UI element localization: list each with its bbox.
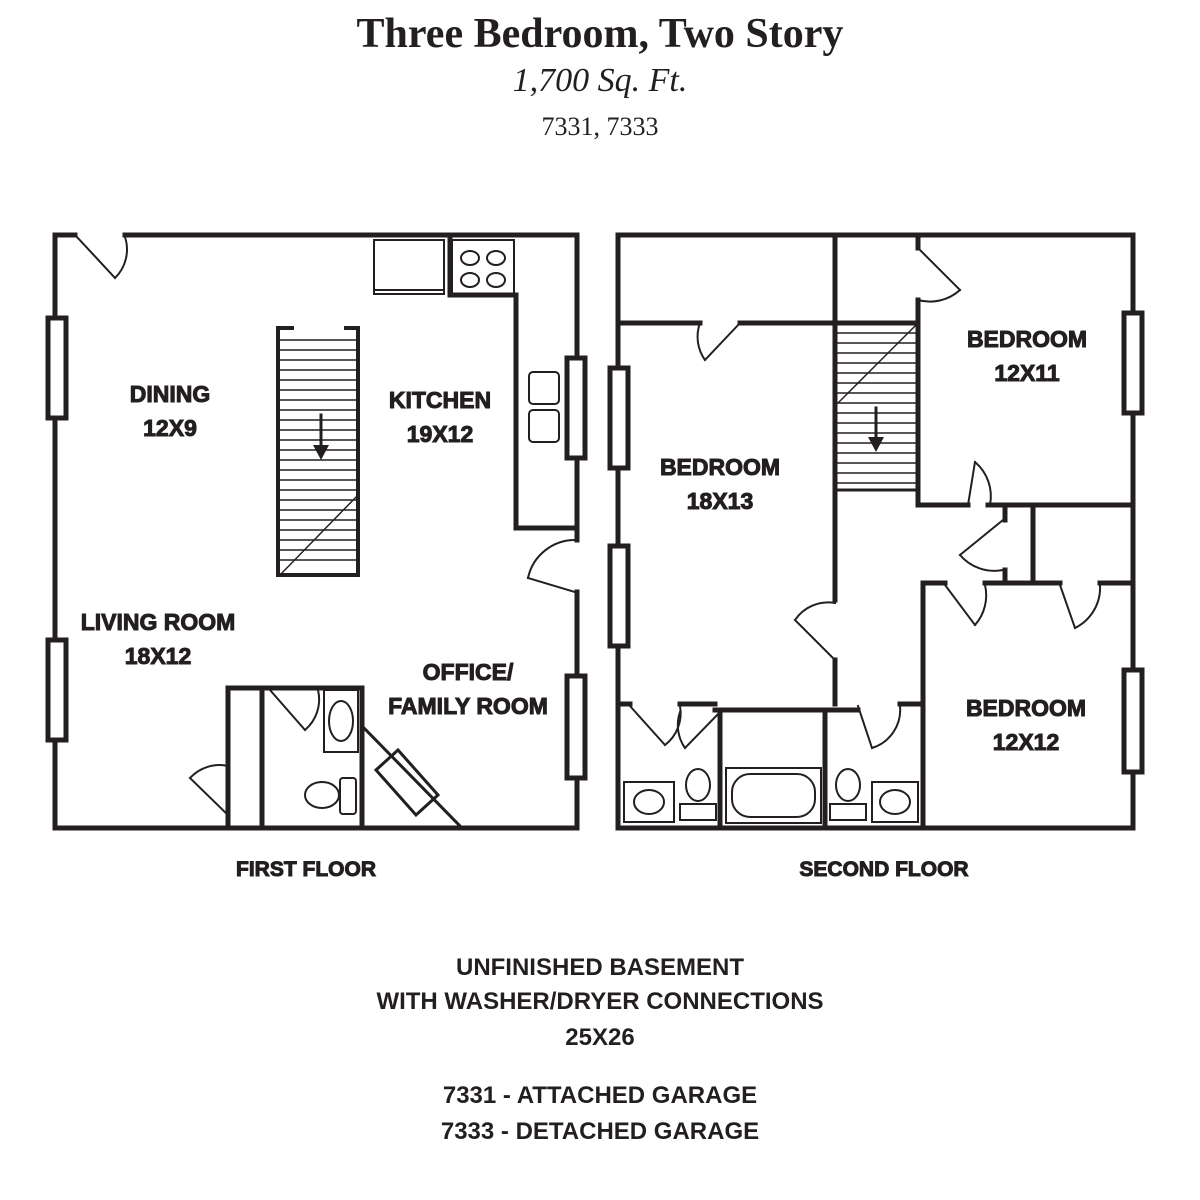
basement-note-line-1: UNFINISHED BASEMENT: [455, 954, 744, 981]
first-floor-stairs: [276, 326, 360, 577]
first-floor-windows: [45, 315, 588, 781]
bedroom-1-label: BEDROOM: [967, 326, 1087, 352]
entry-door: [75, 235, 128, 280]
basement-stair-hatch: [361, 725, 463, 829]
kitchen-label: KITCHEN: [389, 387, 491, 413]
closet-door: [188, 764, 230, 817]
down-arrow-icon: [313, 413, 329, 460]
stair-treads: [278, 339, 360, 577]
bedroom-2-label: BEDROOM: [660, 454, 780, 480]
bedroom-3-label: BEDROOM: [966, 695, 1086, 721]
garage-note-7333: 7333 - DETACHED GARAGE: [440, 1118, 760, 1145]
bathroom-fixtures: [623, 767, 919, 824]
bedroom-3-size: 12X12: [993, 729, 1060, 755]
second-floor-plan: BEDROOM 12X11 BEDROOM 18X13 BEDROOM 12X1…: [607, 232, 1145, 882]
unit-numbers: 7331, 7333: [541, 112, 659, 141]
bath-sink: [323, 689, 359, 753]
first-floor-walls: [52, 232, 580, 831]
dining-size: 12X9: [143, 415, 197, 441]
office-label: OFFICE/: [423, 659, 514, 685]
garage-note-7331: 7331 - ATTACHED GARAGE: [442, 1082, 758, 1109]
bath-door: [268, 688, 321, 732]
bedroom-2-size: 18X13: [687, 488, 754, 514]
first-floor-caption: FIRST FLOOR: [236, 858, 376, 881]
second-floor-caption: SECOND FLOOR: [799, 858, 968, 881]
down-arrow-icon: [868, 406, 884, 452]
first-floor-plan: DINING 12X9 KITCHEN 19X12 LIVING ROOM 18…: [45, 232, 588, 882]
range-stove: [451, 239, 515, 295]
basement-size: 25X26: [565, 1024, 635, 1051]
bedroom-1-size: 12X11: [994, 360, 1059, 386]
side-door: [526, 538, 577, 594]
family-room-label: FAMILY ROOM: [388, 693, 548, 719]
living-room-size: 18X12: [125, 643, 192, 669]
dining-label: DINING: [130, 381, 211, 407]
kitchen-size: 19X12: [407, 421, 474, 447]
toilet: [304, 777, 357, 815]
kitchen-sink: [528, 371, 560, 443]
living-room-label: LIVING ROOM: [81, 609, 236, 635]
refrigerator: [373, 239, 445, 295]
second-floor-doors: [628, 246, 1102, 750]
basement-note-line-2: WITH WASHER/DRYER CONNECTIONS: [376, 988, 824, 1015]
plan-title: Three Bedroom, Two Story: [356, 11, 844, 57]
square-footage: 1,700 Sq. Ft.: [512, 62, 688, 99]
second-floor-windows: [607, 310, 1145, 775]
